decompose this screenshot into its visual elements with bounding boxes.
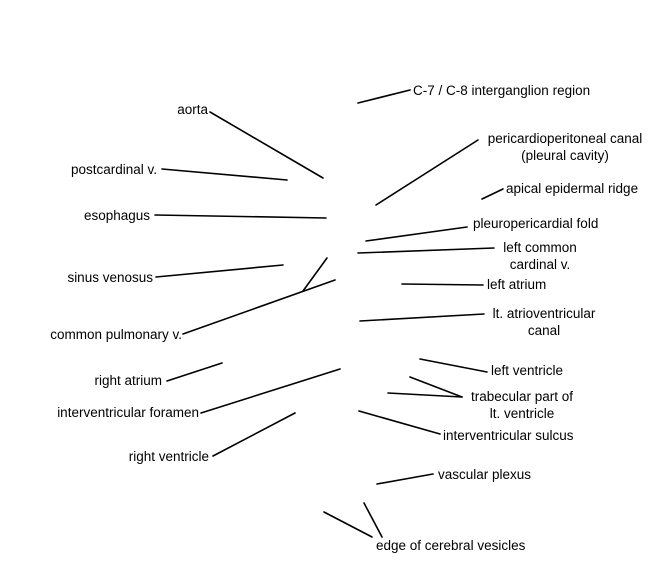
label-left-common-line1: left common <box>503 240 577 255</box>
leader-cerebral-vesicles-a <box>323 511 373 538</box>
label-cerebral-vesicles: edge of cerebral vesicles <box>376 538 526 553</box>
label-pericardioperitoneal-line1: pericardioperitoneal canal <box>487 131 643 146</box>
leader-trabecular-a <box>409 376 463 398</box>
leader-interventricular-sulcus <box>358 410 441 435</box>
leader-cerebral-vesicles-b <box>363 502 383 538</box>
label-c7-c8: C-7 / C-8 interganglion region <box>413 83 591 98</box>
label-pericardioperitoneal: pericardioperitoneal canal (pleural cavi… <box>476 130 650 164</box>
label-pleuropericardial: pleuropericardial fold <box>473 216 599 231</box>
leader-esophagus <box>154 214 327 219</box>
label-right-atrium: right atrium <box>94 373 162 388</box>
leader-interventricular-foramen <box>200 368 341 414</box>
label-vascular-plexus: vascular plexus <box>438 467 532 482</box>
label-interventricular-foramen: interventricular foramen <box>57 405 199 420</box>
label-left-atrium: left atrium <box>487 277 547 292</box>
leader-sinus-venosus <box>155 264 284 278</box>
label-common-pulmonary: common pulmonary v. <box>50 327 182 342</box>
label-lt-av-line1: lt. atrioventricular <box>492 306 596 321</box>
label-lt-av-canal: lt. atrioventricular canal <box>484 305 604 339</box>
leader-left-common-cardinal <box>357 247 495 254</box>
label-right-ventricle: right ventricle <box>128 449 209 464</box>
label-left-common-line2: cardinal v. <box>509 257 571 272</box>
label-esophagus: esophagus <box>83 208 150 223</box>
label-pericardioperitoneal-line2: (pleural cavity) <box>521 148 609 163</box>
label-trabecular: trabecular part of lt. ventricle <box>462 388 582 422</box>
label-apical-ridge: apical epidermal ridge <box>506 181 639 196</box>
leader-right-ventricle <box>212 412 296 457</box>
label-lt-av-line2: canal <box>527 323 561 338</box>
leader-pericardioperitoneal <box>375 139 479 206</box>
leader-trabecular-b <box>387 392 463 398</box>
label-interventricular-sulcus: interventricular sulcus <box>443 428 574 443</box>
leader-left-ventricle <box>419 358 488 373</box>
label-trabecular-line2: lt. ventricle <box>489 406 555 421</box>
leader-common-pulmonary-branch <box>302 257 328 292</box>
leader-apical-ridge <box>481 188 504 200</box>
label-sinus-venosus: sinus venosus <box>67 270 153 285</box>
label-left-ventricle: left ventricle <box>491 363 564 378</box>
label-left-common-cardinal: left common cardinal v. <box>490 239 590 273</box>
leader-left-atrium <box>401 283 484 286</box>
label-trabecular-line1: trabecular part of <box>470 389 574 404</box>
leader-c7-c8 <box>357 89 411 104</box>
label-aorta: aorta <box>177 102 208 117</box>
leader-right-atrium <box>166 362 223 382</box>
label-postcardinal: postcardinal v. <box>70 162 157 177</box>
leader-common-pulmonary <box>182 279 336 335</box>
leader-vascular-plexus <box>376 473 434 485</box>
leader-postcardinal <box>161 168 288 181</box>
leader-aorta <box>209 111 324 179</box>
leader-pleuropericardial <box>365 226 468 242</box>
leader-lt-av-canal <box>359 313 485 322</box>
